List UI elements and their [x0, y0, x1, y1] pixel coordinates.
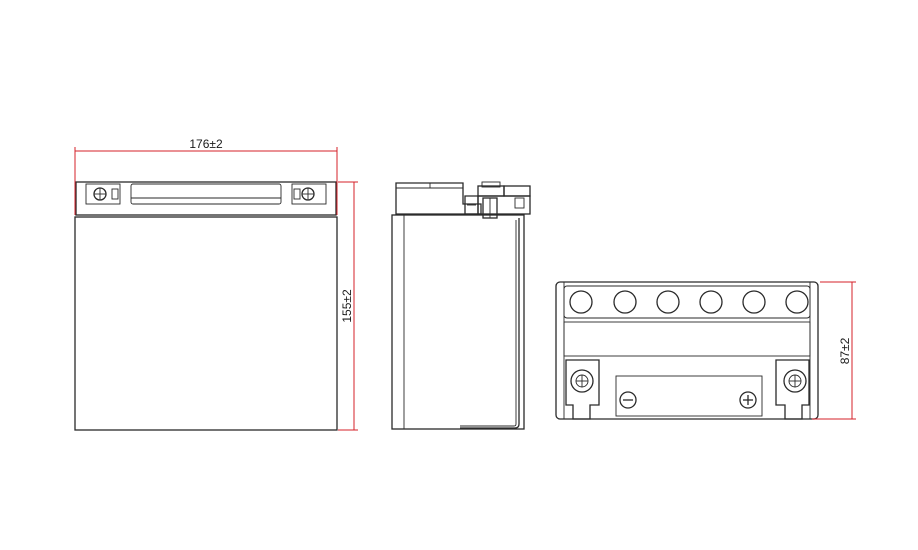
front-body [74, 216, 338, 431]
side-lid [395, 182, 482, 215]
top-view [555, 281, 819, 420]
negative-symbol [619, 391, 637, 409]
side-body [391, 214, 525, 430]
front-right-terminal [291, 183, 327, 205]
top-negative-terminal [565, 359, 600, 420]
top-outline [555, 281, 819, 420]
front-lid [75, 181, 337, 216]
vent-cap [569, 290, 593, 314]
positive-symbol [739, 391, 757, 409]
side-view [391, 181, 531, 430]
width-dimension-label: 87±2 [838, 337, 852, 364]
side-terminal [464, 181, 531, 219]
vent-caps [563, 285, 811, 319]
length-dimension-label: 176±2 [189, 137, 223, 151]
top-label-plate [615, 375, 763, 417]
vent-cap [656, 290, 680, 314]
side-inner-wall [460, 218, 520, 429]
front-handle [130, 183, 282, 205]
vent-cap [699, 290, 723, 314]
height-dimension-label: 155±2 [340, 289, 354, 323]
vent-cap [742, 290, 766, 314]
vent-cap [785, 290, 809, 314]
front-view [74, 181, 338, 431]
width-dimension: 87±2 [812, 281, 856, 420]
top-positive-terminal [775, 359, 810, 420]
length-dimension: 176±2 [74, 137, 338, 215]
front-left-terminal [85, 183, 121, 205]
vent-cap [613, 290, 637, 314]
height-dimension: 155±2 [338, 181, 358, 431]
